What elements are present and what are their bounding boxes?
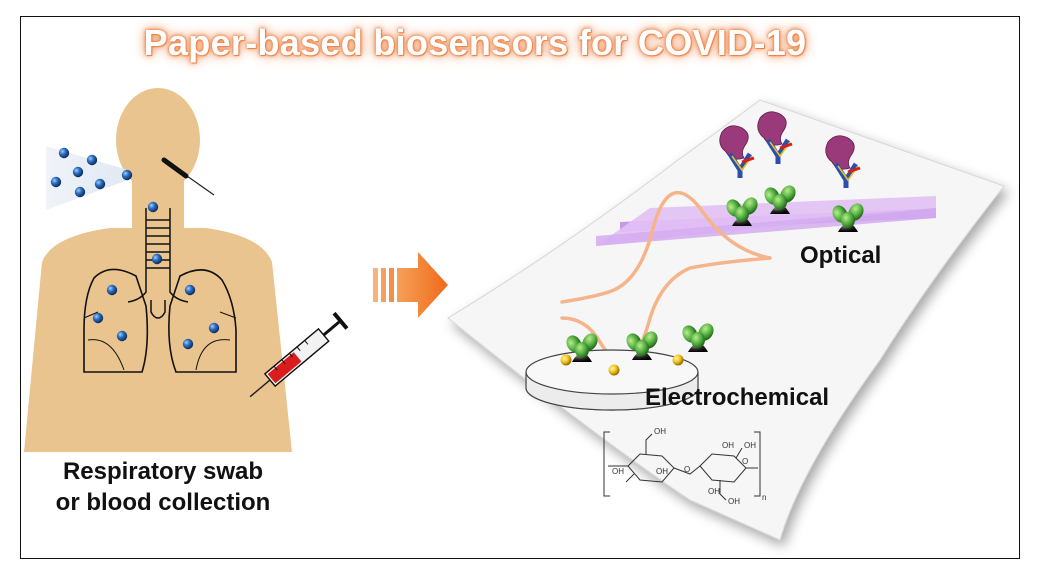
lungs: [83, 268, 237, 373]
chem-oh-5: OH: [744, 441, 756, 450]
chem-oh-6: OH: [728, 497, 740, 506]
chem-oh-1: OH: [654, 427, 666, 436]
swab-icon: [161, 157, 215, 196]
caption-line-2: or blood collection: [55, 489, 271, 516]
chem-o-2: O: [742, 457, 748, 466]
chem-oh-7: OH: [708, 487, 720, 496]
chem-o-1: O: [684, 465, 690, 474]
chem-oh-3: OH: [656, 467, 668, 476]
trachea: [127, 208, 189, 319]
paper-sheet: [447, 99, 1005, 541]
electrochemical-bioreceptors: [560, 320, 717, 376]
cellulose-structure: [603, 431, 761, 501]
caption-line-1: Respiratory swab: [62, 458, 264, 485]
cv-curve: [560, 190, 772, 364]
chem-oh-2: OH: [612, 467, 624, 476]
electrochemical-label: Electrochemical: [645, 384, 830, 411]
aerosol-spray: [46, 146, 133, 210]
chem-n: n: [762, 493, 766, 502]
collection-caption: Respiratory swab or blood collection: [38, 456, 288, 518]
process-arrow-icon: [373, 252, 448, 318]
chem-oh-4: OH: [722, 441, 734, 450]
optical-label: Optical: [800, 242, 882, 269]
figure-title: Paper-based biosensors for COVID-19: [143, 22, 807, 63]
human-silhouette: [24, 88, 292, 452]
syringe-icon: [249, 311, 349, 398]
